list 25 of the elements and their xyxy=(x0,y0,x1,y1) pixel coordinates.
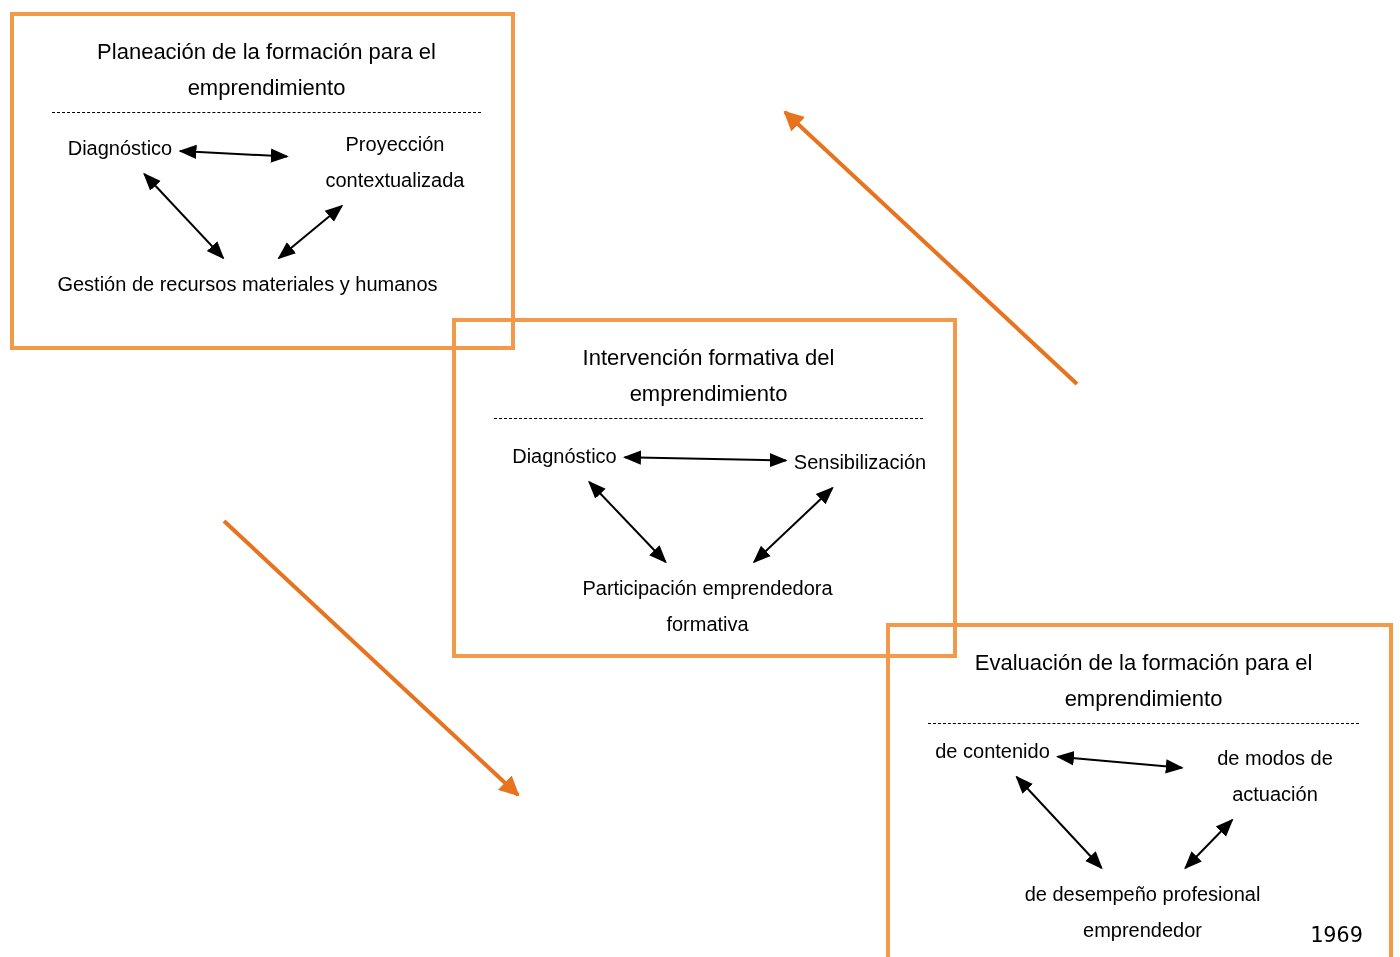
stage-box xyxy=(452,318,957,658)
double-arrow xyxy=(1055,751,1184,774)
component-label: Gestión de recursos materiales y humanos xyxy=(57,272,438,297)
double-arrow xyxy=(178,144,289,163)
component-label: de modos de actuación xyxy=(1216,746,1334,807)
component-label: Diagnóstico xyxy=(67,136,173,161)
double-arrow xyxy=(622,450,788,468)
stage-title: Planeación de la formación para el emprendimiento xyxy=(96,38,437,102)
component-label: Proyección contextualizada xyxy=(324,132,466,193)
component-label: de contenido xyxy=(935,739,1050,764)
double-arrow xyxy=(1015,775,1103,870)
stage-box xyxy=(886,623,1393,957)
stage-title: Intervención formativa del emprendimiento xyxy=(581,344,836,408)
double-arrow xyxy=(143,172,225,260)
page-number: 1969 xyxy=(1310,921,1363,949)
double-arrow xyxy=(752,486,834,564)
double-arrow xyxy=(277,204,344,260)
component-label: de desempeño profesional emprendedor xyxy=(1023,882,1262,943)
double-arrow xyxy=(1184,818,1234,870)
stage-box xyxy=(10,12,515,350)
double-arrow xyxy=(588,480,667,564)
stage-title: Evaluación de la formación para el emprendimiento xyxy=(973,649,1314,713)
component-label: Participación emprendedora formativa xyxy=(581,576,834,637)
component-label: Diagnóstico xyxy=(512,444,617,469)
component-label: Sensibilización xyxy=(793,450,927,475)
